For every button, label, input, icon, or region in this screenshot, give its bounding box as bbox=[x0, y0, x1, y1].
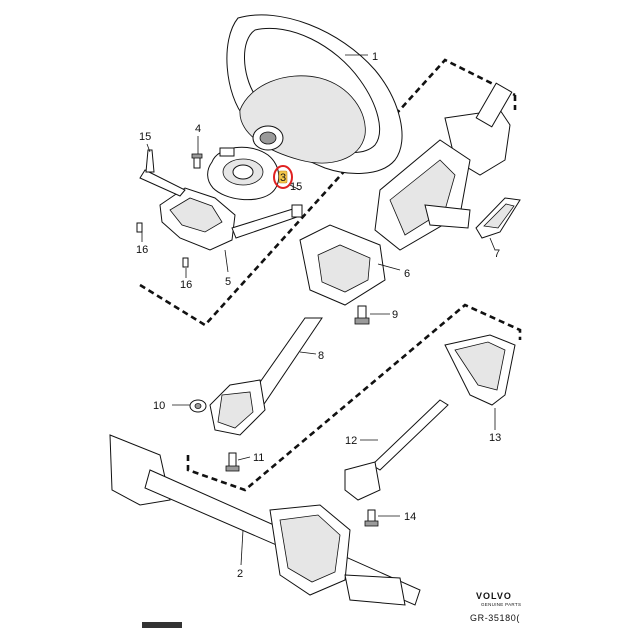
brand-block: VOLVO GENUINE PARTS GR-35180( bbox=[470, 591, 521, 623]
clock-spring bbox=[207, 146, 280, 201]
callout-10: 10 bbox=[153, 400, 165, 412]
dust-boot bbox=[444, 334, 516, 406]
callout-12: 12 bbox=[345, 435, 357, 447]
middle-group-frame bbox=[186, 303, 522, 492]
adjustment-lever bbox=[475, 197, 521, 239]
callout-6: 6 bbox=[404, 268, 410, 280]
steering-wheel bbox=[226, 14, 403, 174]
callout-14: 14 bbox=[404, 511, 416, 523]
screw-16b bbox=[182, 257, 189, 268]
steering-column bbox=[299, 82, 513, 306]
callout-11: 11 bbox=[253, 452, 264, 464]
bolt-9 bbox=[354, 305, 370, 325]
bushing-10 bbox=[189, 399, 207, 413]
screw-16a bbox=[136, 222, 143, 233]
leader-lines bbox=[141, 54, 496, 566]
callout-3: 3 bbox=[280, 172, 286, 184]
upper-group-frame bbox=[139, 58, 517, 327]
callout-labels: 1 2 3 4 5 6 7 8 9 10 11 12 13 14 15 15 1… bbox=[136, 51, 501, 580]
callout-8: 8 bbox=[318, 350, 324, 362]
brand-logo: VOLVO bbox=[476, 591, 512, 601]
callout-7: 7 bbox=[494, 248, 500, 260]
steering-rack bbox=[109, 434, 421, 606]
bolt-14 bbox=[364, 509, 379, 527]
callout-9: 9 bbox=[392, 309, 398, 321]
callout-1: 1 bbox=[372, 51, 378, 63]
callout-2: 2 bbox=[237, 568, 243, 580]
screw-4 bbox=[191, 153, 203, 169]
callout-16-left: 16 bbox=[136, 244, 148, 256]
intermediate-shaft bbox=[209, 317, 323, 436]
callout-15-left: 15 bbox=[139, 131, 151, 143]
callout-13: 13 bbox=[489, 432, 501, 444]
bolt-11 bbox=[225, 452, 240, 472]
brand-tagline: GENUINE PARTS bbox=[481, 602, 521, 607]
diagram-code: GR-35180( bbox=[470, 613, 520, 623]
highlight-marker-3 bbox=[273, 165, 293, 189]
callout-5: 5 bbox=[225, 276, 231, 288]
steering-column-switch-module bbox=[139, 149, 303, 251]
callout-15-right: 15 bbox=[290, 181, 302, 193]
edge-mark bbox=[142, 622, 182, 628]
callout-4: 4 bbox=[195, 123, 201, 135]
pinion-shaft bbox=[344, 399, 449, 501]
callout-16-lower: 16 bbox=[180, 279, 192, 291]
